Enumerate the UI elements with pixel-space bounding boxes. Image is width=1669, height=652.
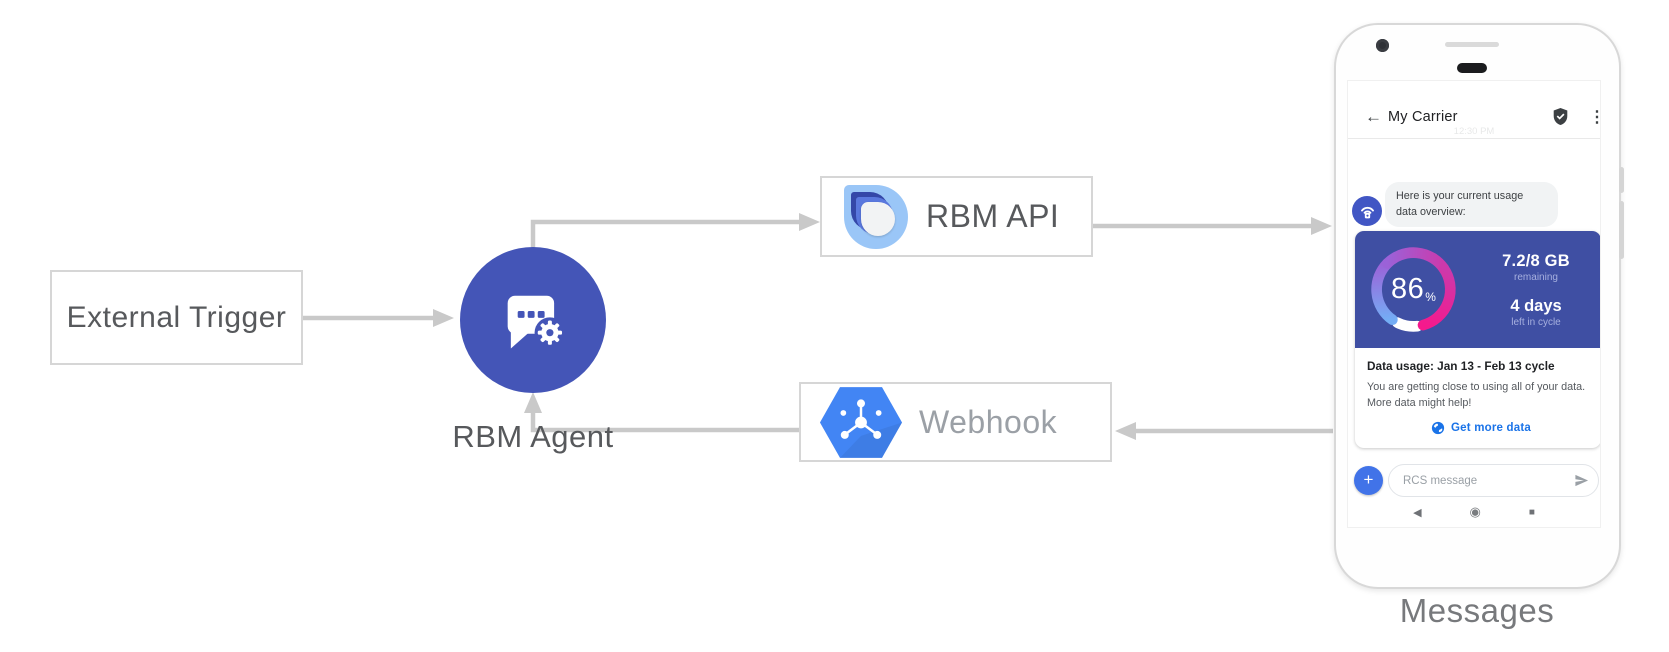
rbm-api-label: RBM API — [926, 198, 1060, 234]
node-rbm-api: RBM API — [820, 176, 1093, 257]
phone-power-button — [1619, 167, 1624, 193]
phone-speaker-slit — [1445, 42, 1499, 47]
node-webhook: Webhook — [799, 382, 1112, 462]
rbm-api-logo-icon — [844, 184, 908, 249]
chat-title: My Carrier — [1388, 109, 1458, 125]
data-amount-caption: remaining — [1514, 271, 1558, 283]
phone-volume-button — [1619, 201, 1624, 259]
rbm-agent-label: RBM Agent — [452, 419, 614, 454]
nav-back-icon[interactable]: ◀ — [1413, 506, 1422, 519]
arrow-agent-to-rbm-api — [530, 213, 820, 250]
chat-header: ← My Carrier ⋮ 12:30 PM — [1348, 81, 1600, 139]
bot-message-bubble: Here is your current usage data overview… — [1385, 182, 1558, 228]
globe-icon — [1431, 422, 1445, 435]
webhook-label: Webhook — [919, 403, 1058, 440]
carrier-bot-avatar — [1352, 196, 1382, 226]
nav-home-icon[interactable]: ◉ — [1469, 504, 1481, 519]
messages-caption: Messages — [1399, 592, 1555, 629]
timestamp: 12:30 PM — [1453, 126, 1495, 137]
rcs-message-input[interactable] — [1388, 464, 1599, 497]
gauge-percent: 86 % — [1391, 273, 1436, 305]
back-arrow-icon[interactable]: ← — [1365, 107, 1382, 126]
usage-card-body-line2: More data might help! — [1367, 397, 1472, 410]
add-attachment-button[interactable]: + — [1354, 466, 1383, 495]
pubsub-hexagon-icon — [819, 386, 903, 458]
android-navbar: ◀ ◉ ■ — [1348, 504, 1600, 520]
external-trigger-label: External Trigger — [66, 300, 287, 334]
phone-screen: ■ ● ▼ ← My Carrier ⋮ 12:30 PM — [1347, 80, 1601, 528]
node-rbm-agent — [460, 247, 606, 393]
usage-card: 86 % 7.2/8 GB remaining 4 days left in c… — [1355, 231, 1600, 449]
antenna-wifi-icon — [1360, 206, 1374, 218]
arrow-rbm-api-to-phone — [1093, 217, 1332, 235]
usage-card-body-line1: You are getting close to using all of yo… — [1367, 381, 1586, 393]
overflow-menu-icon[interactable]: ⋮ — [1589, 107, 1600, 127]
days-left-caption: left in cycle — [1511, 316, 1561, 328]
phone-earpiece — [1457, 63, 1487, 73]
get-more-data-link[interactable]: Get more data — [1367, 421, 1595, 435]
verified-shield-icon — [1553, 108, 1568, 125]
phone-mockup: ■ ● ▼ ← My Carrier ⋮ 12:30 PM — [1334, 23, 1624, 589]
arrow-phone-to-webhook — [1115, 422, 1333, 440]
chat-bubble-gear-icon — [507, 295, 566, 349]
days-left: 4 days — [1510, 296, 1562, 315]
usage-card-text-section: Data usage: Jan 13 - Feb 13 cycle You ar… — [1355, 348, 1600, 448]
node-external-trigger: External Trigger — [50, 270, 303, 365]
nav-recents-icon[interactable]: ■ — [1528, 506, 1535, 518]
usage-card-chart-section: 86 % 7.2/8 GB remaining 4 days left in c… — [1355, 231, 1600, 348]
send-icon[interactable] — [1574, 473, 1589, 488]
arrow-external-trigger-to-agent — [303, 309, 454, 327]
usage-gauge: 86 % — [1365, 241, 1462, 338]
data-amount: 7.2/8 GB — [1502, 251, 1570, 270]
phone-camera — [1376, 39, 1389, 52]
header-divider — [1348, 138, 1600, 139]
usage-card-title: Data usage: Jan 13 - Feb 13 cycle — [1367, 359, 1555, 373]
